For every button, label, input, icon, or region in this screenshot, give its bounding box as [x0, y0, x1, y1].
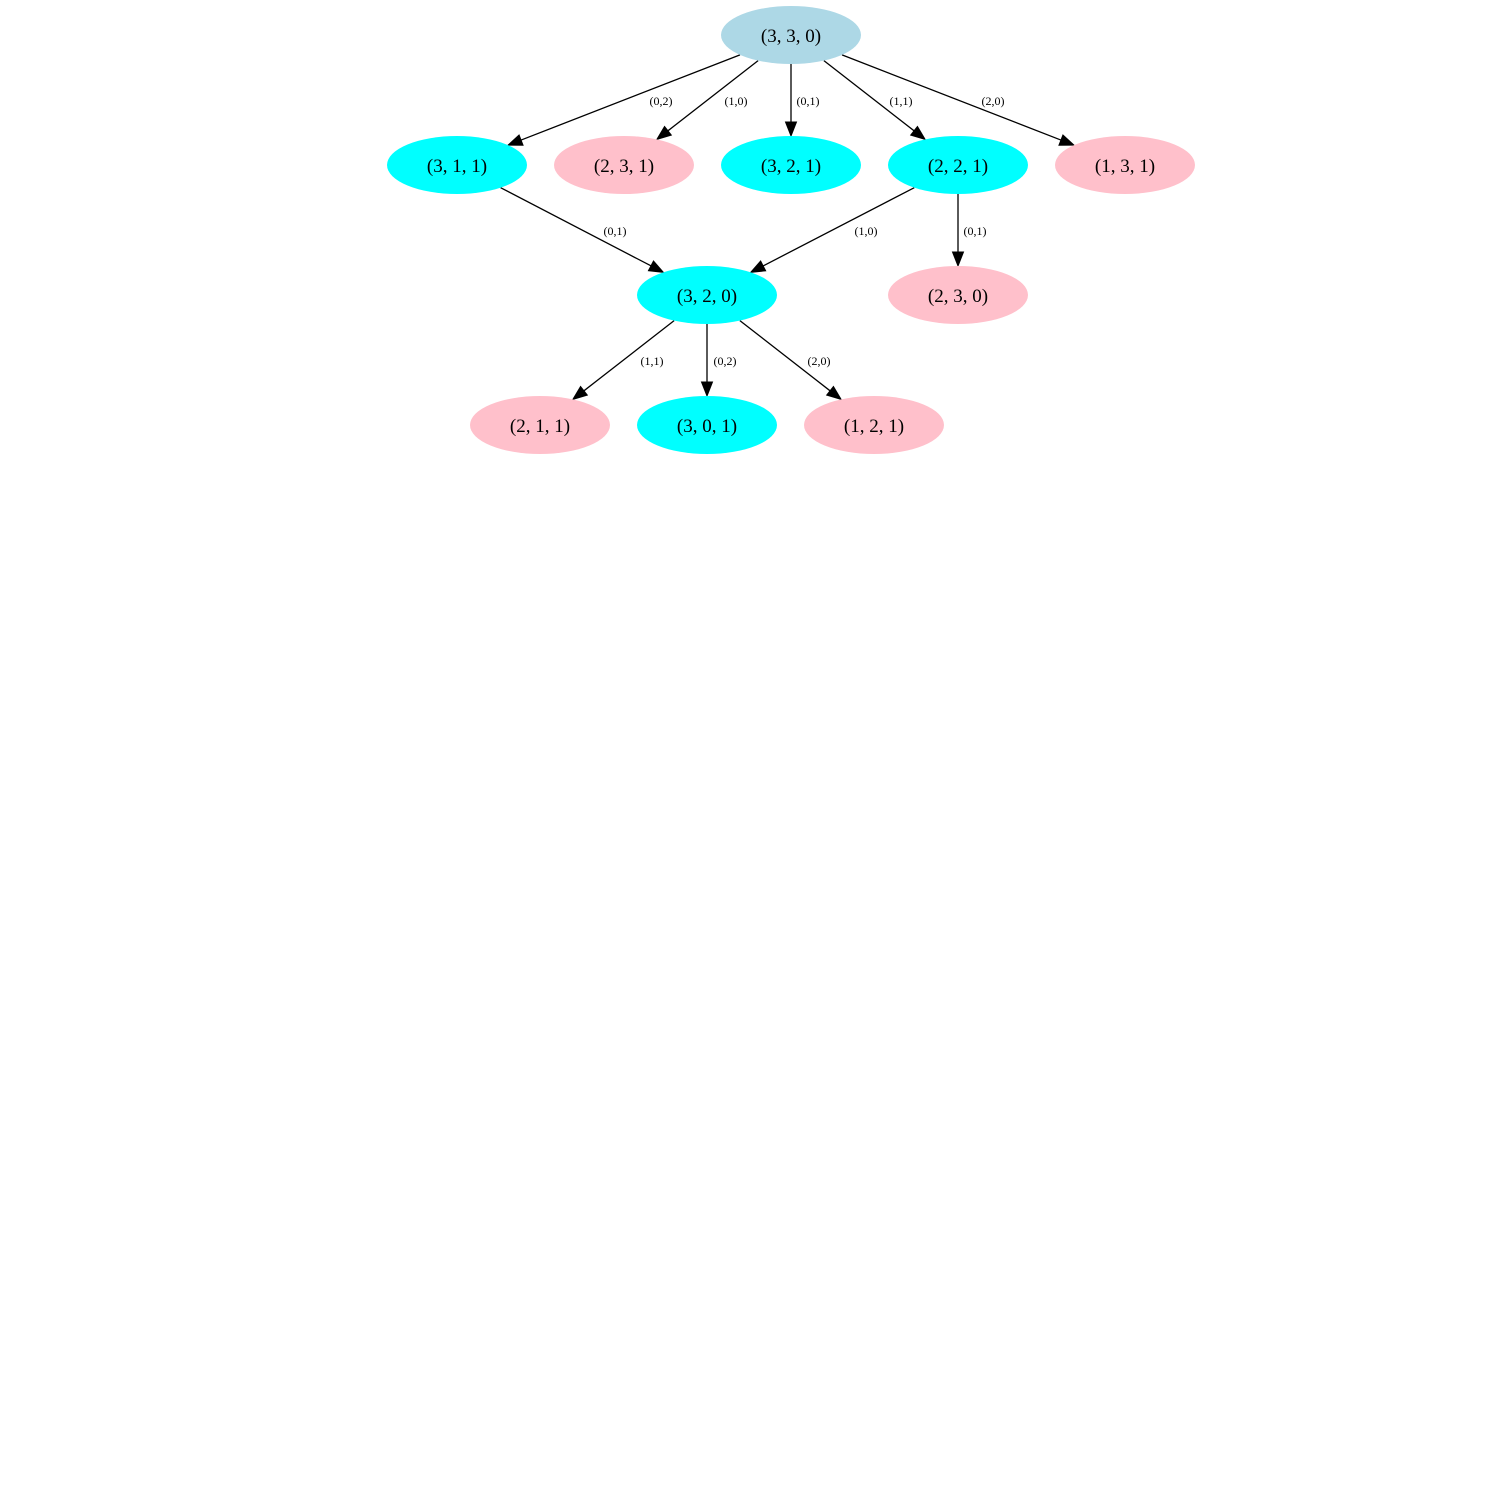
- node-label: (3, 2, 1): [761, 156, 821, 177]
- node-label: (2, 3, 1): [594, 156, 654, 177]
- edge-n311-n320: (0,1): [500, 187, 665, 273]
- edge-line: [667, 60, 759, 132]
- node-ellipse: [554, 136, 694, 194]
- arrowhead-icon: [647, 260, 665, 273]
- edge-n330r-n321: (0,1): [784, 64, 820, 138]
- node-ellipse: [637, 266, 777, 324]
- edge-n330r-n311: (0,2): [506, 54, 741, 146]
- node-ellipse: [637, 396, 777, 454]
- node-n301: (3, 0, 1): [637, 396, 777, 454]
- edge-n221-n320: (1,0): [749, 187, 915, 273]
- arrowhead-icon: [749, 260, 767, 273]
- nodes-layer: (3, 3, 0) (3, 1, 1) (2, 3, 1) (3, 2, 1) (2, …: [387, 6, 1195, 454]
- node-ellipse: [470, 396, 610, 454]
- arrowhead-icon: [909, 125, 927, 141]
- edge-line: [520, 54, 741, 141]
- edge-label: (1,1): [641, 354, 664, 368]
- node-label: (2, 2, 1): [928, 156, 988, 177]
- node-n330r: (3, 3, 0): [721, 6, 861, 64]
- node-ellipse: [888, 136, 1028, 194]
- edge-n221-n230: (0,1): [951, 194, 987, 268]
- node-n121: (1, 2, 1): [804, 396, 944, 454]
- edge-n320-n121: (2,0): [739, 320, 843, 401]
- node-ellipse: [888, 266, 1028, 324]
- arrowhead-icon: [784, 121, 798, 138]
- node-n320: (3, 2, 0): [637, 266, 777, 324]
- node-n211: (2, 1, 1): [470, 396, 610, 454]
- node-ellipse: [387, 136, 527, 194]
- edge-line: [762, 187, 915, 267]
- node-ellipse: [804, 396, 944, 454]
- edge-label: (0,1): [604, 224, 627, 238]
- edge-line: [500, 187, 652, 267]
- edge-line: [823, 60, 915, 132]
- arrowhead-icon: [1058, 134, 1076, 146]
- node-n230: (2, 3, 0): [888, 266, 1028, 324]
- arrowhead-icon: [506, 134, 524, 146]
- arrowhead-icon: [655, 125, 673, 141]
- node-n231: (2, 3, 1): [554, 136, 694, 194]
- arrowhead-icon: [700, 381, 714, 398]
- edge-line: [583, 320, 675, 392]
- node-label: (3, 3, 0): [761, 26, 821, 47]
- edge-n330r-n221: (1,1): [823, 60, 927, 141]
- node-label: (2, 1, 1): [510, 416, 570, 437]
- arrowhead-icon: [951, 251, 965, 268]
- arrowhead-icon: [825, 385, 843, 401]
- edge-line: [739, 320, 831, 392]
- node-label: (3, 0, 1): [677, 416, 737, 437]
- node-n321: (3, 2, 1): [721, 136, 861, 194]
- edge-label: (2,0): [808, 354, 831, 368]
- arrowhead-icon: [571, 385, 589, 401]
- edge-n330r-n131: (2,0): [841, 54, 1076, 146]
- edge-label: (1,0): [725, 94, 748, 108]
- edge-n320-n301: (0,2): [700, 324, 737, 398]
- edge-n320-n211: (1,1): [571, 320, 675, 401]
- node-n311: (3, 1, 1): [387, 136, 527, 194]
- node-label: (1, 3, 1): [1095, 156, 1155, 177]
- edge-line: [841, 54, 1062, 141]
- edge-label: (0,1): [797, 94, 820, 108]
- node-label: (1, 2, 1): [844, 416, 904, 437]
- edge-label: (2,0): [982, 94, 1005, 108]
- node-ellipse: [721, 136, 861, 194]
- edge-n330r-n231: (1,0): [655, 60, 759, 141]
- node-label: (3, 2, 0): [677, 286, 737, 307]
- node-ellipse: [721, 6, 861, 64]
- edge-label: (0,2): [650, 94, 673, 108]
- edge-label: (1,0): [855, 224, 878, 238]
- node-n131: (1, 3, 1): [1055, 136, 1195, 194]
- node-label: (2, 3, 0): [928, 286, 988, 307]
- node-label: (3, 1, 1): [427, 156, 487, 177]
- edge-label: (1,1): [890, 94, 913, 108]
- node-ellipse: [1055, 136, 1195, 194]
- edge-label: (0,2): [714, 354, 737, 368]
- edge-label: (0,1): [964, 224, 987, 238]
- edges-layer: (0,2) (1,0) (0,1) (1,1) (2,0) (0,1) (1,0) (0,1)…: [500, 54, 1076, 401]
- node-n221: (2, 2, 1): [888, 136, 1028, 194]
